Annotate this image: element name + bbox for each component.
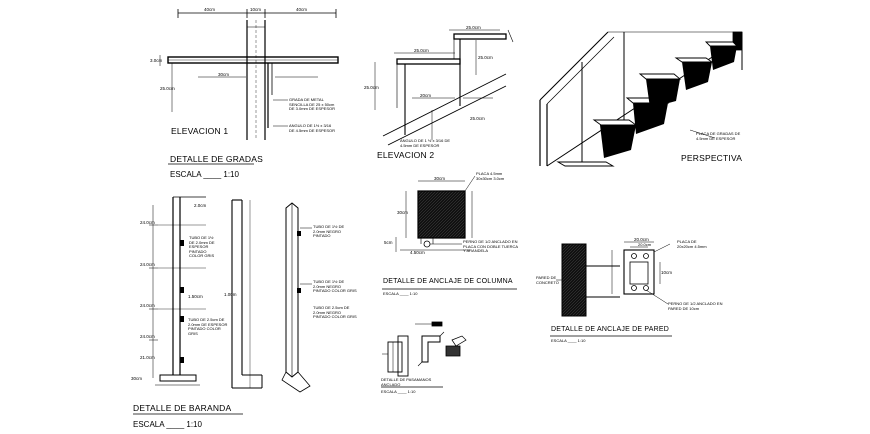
dim-bar-1: 24.0cm [140,220,155,225]
note-grada-1: GRADA DE METAL SENCILLA DE 25 x 50cm DE … [289,97,336,112]
note-col-1: PLACA 4.5mm 30x30cm 3.0cm [476,171,505,181]
note-pared-2: PERNO DE 1/2 ANCLADO EN PARED DE 10cm [668,301,723,311]
note-bar-1: TUBO DE 1½ DE 2.0mm DE ESPESOR PINTADO C… [189,235,215,259]
dim-grada-height: 25.0cm [160,86,175,91]
escala-columna: ESCALA ____ 1:10 [383,291,418,296]
dim-bar-4: 24.0cm [140,334,155,339]
note-perspectiva: PLACA DE GRADAS DE 4.5mm DE ESPESOR [696,131,741,141]
dim-bar-height: 1.00m [224,292,237,297]
dim-bar-mid: 1.50cm [188,294,203,299]
anclaje-columna-drawing [395,175,476,252]
escala-pared: ESCALA ____ 1:10 [551,338,586,343]
dim-pared-inner: 20.0cm [638,242,652,247]
dim-elev2-mid: 25.0cm [414,48,429,53]
perspectiva-title: PERSPECTIVA [681,153,743,163]
detalle-baranda-title: DETALLE DE BARANDA [133,403,232,413]
elevacion-2-title: ELEVACION 2 [377,150,435,160]
dim-bar-5: 21.0cm [140,355,155,360]
note-bar-4: TUBO DE 1½ DE 2.0mm NEGRO PINTADO COLOR … [313,279,357,294]
dim-elev2-left: 25.0cm [364,85,379,90]
dim-col-base: 5cm [384,240,393,245]
pasamanos-drawing [382,321,467,377]
dim-pared-top: 20.0cm [634,237,649,242]
note-pared-1: PLACA DE 20x20cm 4.5mm [677,239,707,249]
note-grada-2: ANGULO DE 1½ x 3/16 DE 4.5mm DE ESPESOR [289,123,336,133]
perspectiva-drawing [539,31,743,167]
dim-col-side: 30cm [397,210,409,215]
note-elev2: ANGULO DE 1 ½ x 3/16 DE 4.5mm DE ESPESOR [400,138,451,148]
detalle-pasamanos-title: DETALLE DE PASAMANOS ANCLADO [381,377,432,387]
escala-pasamanos: ESCALA ____ 1:10 [381,389,416,394]
baranda-drawing [149,196,312,393]
escala-baranda: ESCALA ____ 1:10 [133,420,202,429]
title-underlines [133,163,672,415]
elevacion-1-title: ELEVACION 1 [171,126,229,136]
note-bar-5: TUBO DE 2.5cm DE 2.0mm NEGRO PINTADO COL… [313,305,357,320]
elevacion-2-drawing [374,29,514,146]
note-bar-3: TUBO DE 1½ DE 2.0mm NEGRO PINTADO [313,224,345,239]
dim-elev2-step: 25.0cm [478,55,493,60]
note-bar-2: TUBO DE 2.5cm DE 2.0mm DE ESPESOR PINTAD… [188,317,228,336]
dim-bar-2: 24.0cm [140,262,155,267]
dim-grada-inner: 30cm [218,72,230,77]
dim-pared-side: 10cm [661,270,673,275]
elevacion-1-drawing [159,9,339,140]
dim-elev2-top: 25.0cm [466,25,481,30]
dim-grada-top-left: 40cm [204,7,216,12]
dim-grada-thick: 3.0cm [150,58,163,63]
anclaje-pared-drawing [556,241,671,317]
dim-bar-small: 2.0cm [194,203,207,208]
detalle-pared-title: DETALLE DE ANCLAJE DE PARED [551,326,669,333]
detalle-gradas-title: DETALLE DE GRADAS [170,154,263,164]
dim-grada-top-mid: 10cm [250,7,262,12]
detalle-columna-title: DETALLE DE ANCLAJE DE COLUMNA [383,278,513,285]
escala-gradas: ESCALA ____ 1:10 [170,170,239,179]
dim-elev2-bottom: 25.0cm [470,116,485,121]
note-col-2: PERNO DE 1/2 ANCLADO EN PLACA CON DOBLE … [463,239,518,254]
dim-elev2-low: 20cm [420,93,432,98]
note-pared-wall: PARED DE CONCRETO [536,275,559,285]
dim-grada-top-right: 40cm [296,7,308,12]
dim-bar-base: 30cm [131,376,143,381]
dim-bar-3: 24.0cm [140,303,155,308]
dim-col-bottom: 4.50cm [410,250,425,255]
dim-col-top: 30cm [434,176,446,181]
